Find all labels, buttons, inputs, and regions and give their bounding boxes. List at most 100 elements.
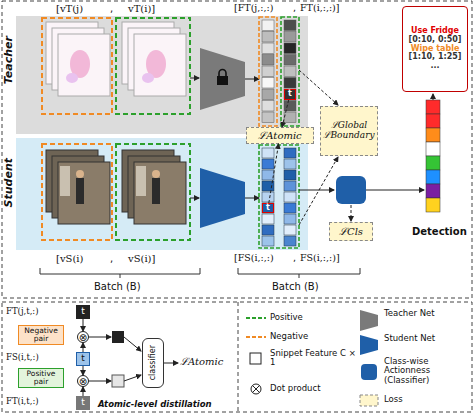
node-text: Negative pair <box>19 327 63 344</box>
snippet-cell <box>262 214 274 224</box>
legend-positive-line <box>246 317 266 319</box>
connector-arrow <box>83 343 84 352</box>
dot-product: ⊗ <box>77 375 89 387</box>
teacher-frame <box>58 34 110 96</box>
flow-arrow <box>245 79 259 80</box>
snippet-cell <box>262 66 274 77</box>
legend-loss <box>360 395 378 406</box>
snippet-cell <box>262 159 274 169</box>
dot-product: ⊗ <box>77 331 89 343</box>
legend-text: Positive <box>270 313 350 322</box>
detection-segment <box>426 170 440 184</box>
snippet-cell <box>262 170 274 180</box>
panel-divider <box>238 302 239 412</box>
scene-object <box>60 166 70 196</box>
snippet-cell <box>284 203 296 213</box>
separator: , <box>293 3 296 13</box>
connector-arrow <box>83 319 84 331</box>
loss-box: ℒAtomic <box>246 127 314 144</box>
person-figure <box>152 170 160 178</box>
connector-arrow <box>269 144 279 203</box>
snippet-cell <box>284 112 296 123</box>
feature-label: FT(j,t,:) <box>6 307 39 316</box>
node-text: t <box>81 398 85 408</box>
feature-label: [FS(i,:,:) <box>234 253 274 263</box>
node-text: classifier <box>149 345 158 380</box>
legend-text: Dot product <box>270 384 350 393</box>
flow-arrow <box>164 363 178 364</box>
flow-arrow <box>124 375 141 381</box>
flow-arrow <box>245 198 259 199</box>
snippet-cell <box>284 89 296 100</box>
node-text: ℒGlobal <box>331 121 368 131</box>
detection-segment <box>426 184 440 198</box>
pair-tag: Positive pair <box>18 368 64 388</box>
feature-label: FS(i,t,:) <box>6 353 39 362</box>
flow-arrow <box>124 337 141 351</box>
loss-arrow <box>299 157 338 225</box>
legend-text: Class-wise Actionness (Classifier) <box>384 357 468 385</box>
separator: , <box>110 253 113 264</box>
node-text: t <box>81 354 85 364</box>
snippet-cell <box>262 181 274 191</box>
snippet-feature: t <box>76 352 90 366</box>
detection-segment <box>426 198 440 212</box>
input-label: [vT(j) <box>56 3 83 14</box>
lock-icon <box>219 70 226 77</box>
negative-feature-box <box>259 17 277 126</box>
snippet-cell <box>262 112 274 123</box>
node-text: t <box>266 204 270 213</box>
snippet-cell <box>262 225 274 235</box>
snippet-cell <box>284 101 296 112</box>
snippet-feature: t <box>76 305 90 319</box>
snippet-cell <box>262 78 274 89</box>
snippet-cell <box>284 214 296 224</box>
classifier-box: classifier <box>142 338 164 388</box>
classifier-block <box>336 176 366 204</box>
detection-segment <box>426 114 440 128</box>
positive-frame-box <box>116 18 190 114</box>
loss-arrow <box>299 70 338 105</box>
student-frame <box>134 162 186 224</box>
panel-frame <box>2 302 472 412</box>
node-text: t <box>288 90 292 99</box>
node-text: ⊗ <box>79 332 87 343</box>
node-text: [0:10, 0:50] <box>409 36 462 45</box>
flow-arrow <box>299 190 334 191</box>
result-square <box>112 375 124 387</box>
detection-segment <box>426 156 440 170</box>
result-square <box>112 331 124 343</box>
positive-feature-box <box>259 145 299 248</box>
flow-arrow <box>190 78 199 79</box>
snippet-cell <box>284 192 296 202</box>
detection-segment <box>426 100 440 114</box>
legend-dot-product <box>253 386 260 393</box>
snippet-feature: t <box>76 396 90 410</box>
connector-arrow <box>83 366 84 375</box>
separator: , <box>293 253 296 263</box>
snippet-cell <box>262 101 274 112</box>
snippet-cell <box>262 236 274 246</box>
student-net <box>200 168 245 228</box>
node-text: ⊗ <box>79 376 87 387</box>
positive-frame-box <box>116 144 190 240</box>
snippet-cell <box>262 55 274 66</box>
person-figure <box>152 178 160 204</box>
detection-bar <box>426 100 440 212</box>
snippet-cell <box>262 43 274 54</box>
feature-label: FT(i,:,:)] <box>300 3 340 13</box>
flow-blob <box>66 73 78 83</box>
snippet-cell <box>262 20 274 31</box>
snippet-cell <box>284 66 296 77</box>
feature-label: FS(i,:,:)] <box>300 253 340 263</box>
positive-feature-box <box>281 17 299 126</box>
snippet-cell <box>284 32 296 43</box>
snippet-marker: t <box>262 203 274 213</box>
detection-segment <box>426 142 440 156</box>
node-text: ℒCls <box>339 226 363 237</box>
negative-frame-box <box>42 18 112 114</box>
pair-tag: Negative pair <box>18 325 64 345</box>
output-label: Detection <box>412 226 467 237</box>
legend-text: Loss <box>384 395 464 404</box>
